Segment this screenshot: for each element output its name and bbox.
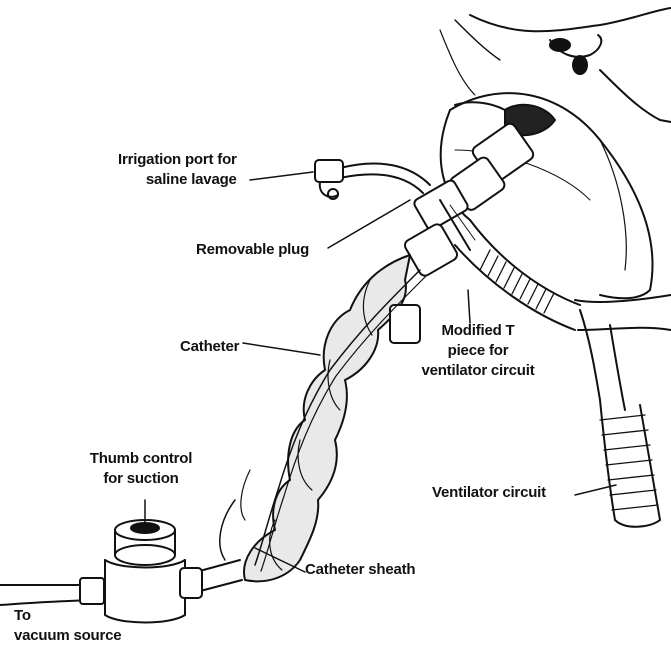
label-irrigation-port: Irrigation port for saline lavage (118, 150, 237, 190)
patient-head (440, 8, 671, 135)
modified-t-piece-drawing (403, 121, 536, 277)
label-thumb-control: Thumb control for suction (52, 449, 230, 489)
label-modified-t-piece: Modified T piece for ventilator circuit (395, 321, 561, 381)
label-ventilator-circuit: Ventilator circuit (432, 483, 546, 503)
irrigation-port-drawing (315, 160, 430, 199)
label-catheter-sheath: Catheter sheath (305, 560, 415, 580)
catheter-sheath-drawing (220, 255, 420, 581)
label-removable-plug: Removable plug (196, 240, 309, 260)
label-vacuum-source: To vacuum source (14, 606, 121, 646)
thumb-control-drawing (105, 520, 242, 623)
label-catheter: Catheter (180, 337, 239, 357)
vacuum-line-drawing (0, 578, 105, 605)
